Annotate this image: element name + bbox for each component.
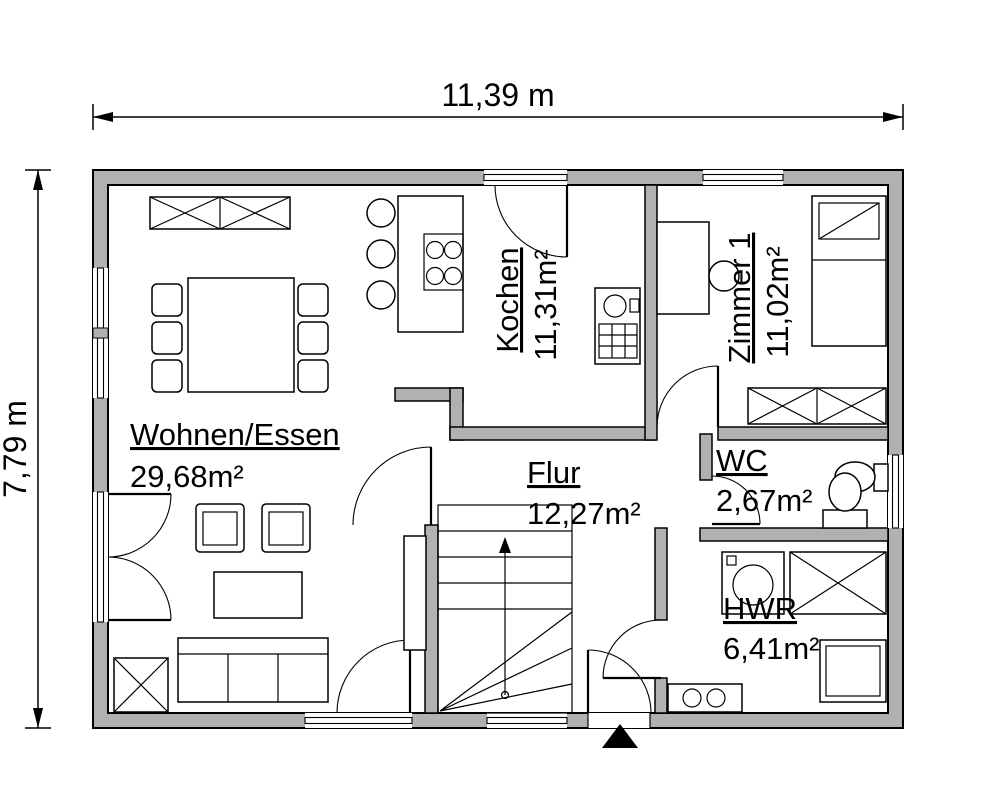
terrace-door-south — [304, 713, 413, 728]
wall-kitchen-flur — [449, 426, 656, 441]
dimension-height-label: 7,79 m — [0, 400, 33, 498]
door-entrance — [586, 649, 652, 714]
dimension-top: 11,39 m — [92, 77, 904, 130]
window-wc — [888, 454, 903, 529]
dimension-width-label: 11,39 m — [441, 77, 554, 113]
wall-zimmer1-south — [717, 426, 889, 441]
wall-kitchen-zimmer1 — [644, 184, 658, 441]
label-wohnen-name: Wohnen/Essen — [130, 417, 340, 452]
coffee-table — [213, 571, 303, 619]
kitchen-counter — [397, 195, 464, 333]
sofa — [177, 637, 329, 703]
wall-wc-hwr — [699, 527, 889, 542]
label-kochen-area: 11,31m² — [528, 249, 563, 360]
label-hwr-name: HWR — [723, 591, 797, 626]
terrace-door-left — [93, 491, 108, 623]
door-wohnen — [352, 446, 433, 526]
desk-chair — [708, 260, 740, 292]
arrow-down-icon — [33, 708, 43, 728]
stair-up-arrow-icon — [499, 537, 511, 553]
toilet — [822, 472, 868, 529]
walls-interior — [394, 184, 889, 714]
window-zimmer1 — [702, 170, 784, 185]
dimension-left: 7,79 m — [0, 169, 51, 729]
utility-sink — [667, 683, 743, 713]
wall-hwr-flur-upper — [654, 527, 668, 621]
stair-winder — [439, 647, 573, 712]
furniture-zimmer1 — [656, 195, 887, 425]
label-wc-name: WC — [716, 443, 768, 478]
wardrobe — [747, 387, 887, 425]
armchair — [195, 503, 245, 553]
tv-board — [403, 535, 427, 651]
work-table — [819, 639, 887, 703]
terrace-door-south-swing — [336, 639, 412, 714]
window-stairs — [486, 713, 568, 728]
window-mullion — [92, 327, 109, 339]
window-kitchen — [483, 170, 568, 185]
stair-walk-start — [500, 690, 510, 700]
label-hwr-area: 6,41m² — [723, 631, 819, 666]
stairs — [437, 504, 573, 714]
arrow-left-icon — [93, 112, 113, 122]
door-zimmer1 — [656, 365, 720, 428]
furniture-wohnen — [113, 196, 427, 713]
room-labels: Wohnen/Essen 29,68m² Kochen 11,31m² Zimm… — [130, 233, 819, 666]
label-zimmer1-area: 11,02m² — [760, 246, 795, 357]
kitchen-sink — [594, 287, 641, 365]
label-wc-area: 2,67m² — [716, 483, 812, 518]
cooktop — [423, 233, 464, 291]
arrow-up-icon — [33, 170, 43, 190]
dining-table — [187, 277, 295, 393]
chair — [297, 359, 329, 393]
entrance-opening — [587, 713, 651, 728]
door-hwr — [602, 619, 662, 680]
bed — [811, 195, 887, 347]
washing-machine — [721, 551, 785, 615]
terrace-door-left-swing — [107, 492, 172, 622]
window-dining — [92, 267, 109, 399]
label-zimmer1-name: Zimmer 1 — [722, 233, 757, 364]
label-kochen-name: Kochen — [490, 247, 525, 352]
wall-wc-flur — [699, 433, 713, 481]
chair — [297, 283, 329, 317]
entrance-arrow — [602, 724, 638, 748]
chair — [151, 283, 183, 317]
chair — [151, 321, 183, 355]
stool — [366, 239, 396, 269]
windows — [92, 170, 903, 728]
chair — [297, 321, 329, 355]
stool — [366, 198, 396, 228]
desk — [656, 221, 710, 315]
side-table — [113, 657, 169, 713]
furniture-wc — [822, 461, 889, 529]
storage-cabinet — [789, 551, 887, 615]
stair-winder — [439, 611, 573, 712]
stool — [366, 280, 396, 310]
stair-winder — [439, 683, 573, 712]
wall-hwr-flur-lower — [654, 677, 668, 714]
door-wc — [711, 475, 761, 526]
window-swing-kitchen — [494, 184, 569, 258]
label-flur-area: 12,27m² — [527, 496, 641, 531]
armchair — [261, 503, 311, 553]
furniture-kitchen — [366, 195, 641, 365]
furniture-hwr — [667, 551, 887, 713]
wall-stairs-wohnen — [424, 524, 439, 714]
label-wohnen-area: 29,68m² — [130, 459, 244, 494]
arrow-right-icon — [883, 112, 903, 122]
sideboard — [149, 196, 291, 230]
label-flur-name: Flur — [527, 455, 580, 490]
chair — [151, 359, 183, 393]
doors — [107, 184, 761, 714]
